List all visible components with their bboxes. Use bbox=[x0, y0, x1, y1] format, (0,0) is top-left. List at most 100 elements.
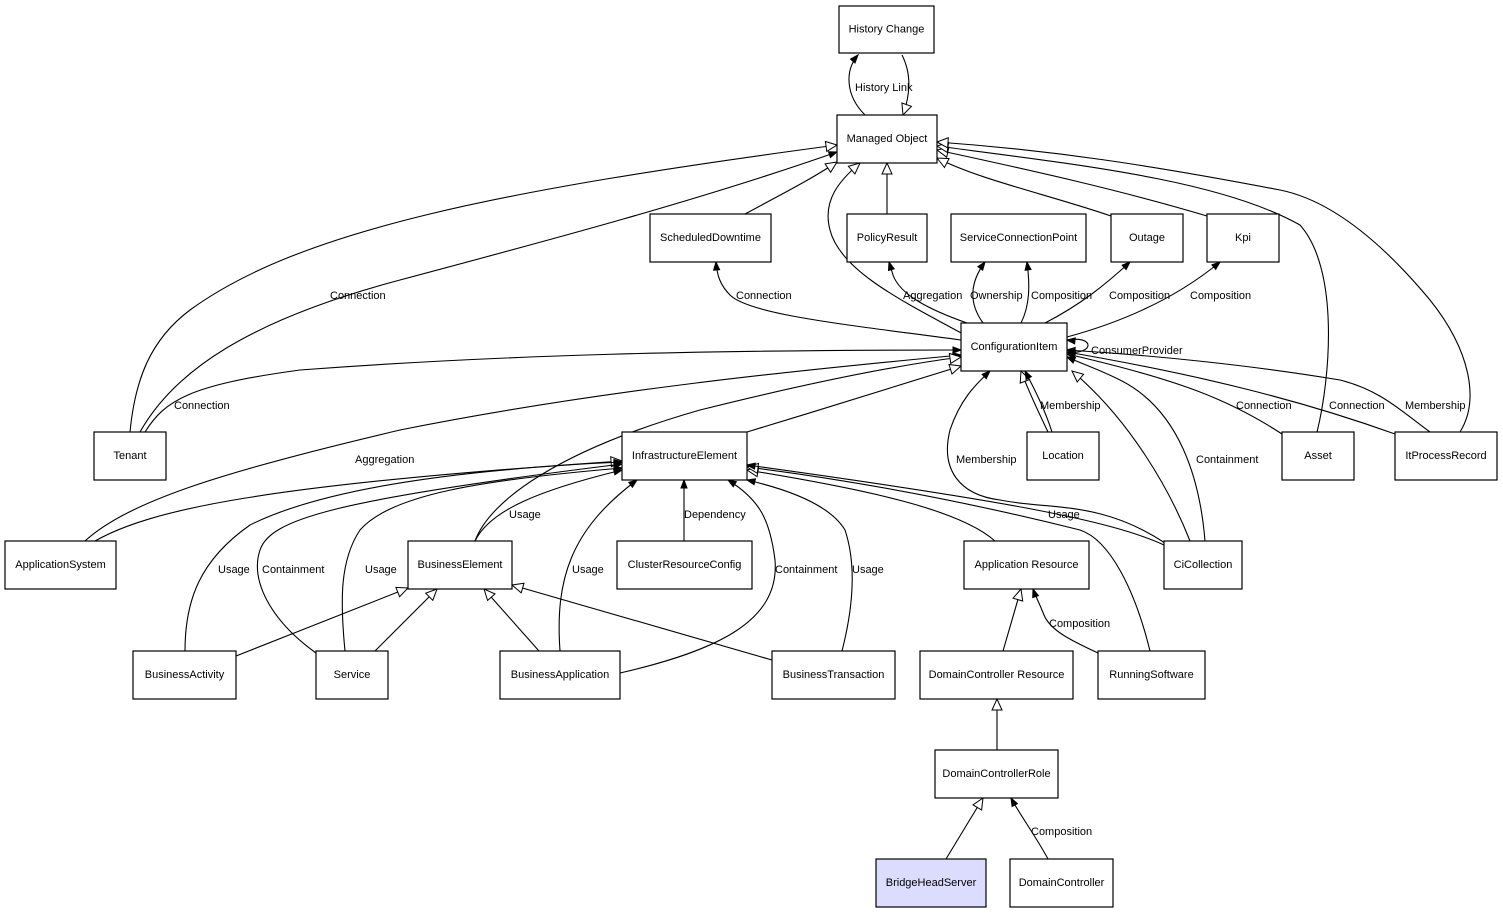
edge-inheritance-itprocessrecord-to-managedobject bbox=[935, 137, 1471, 433]
node-label: DomainController bbox=[1019, 877, 1105, 889]
edge-association-asset-to-configurationitem bbox=[1065, 352, 1283, 435]
edge-line bbox=[144, 349, 962, 433]
node-domain-controller[interactable]: DomainController bbox=[1009, 858, 1114, 908]
node-label: ScheduledDowntime bbox=[660, 232, 761, 244]
node-label: ServiceConnectionPoint bbox=[960, 232, 1077, 244]
edge-line bbox=[1066, 356, 1206, 542]
edge-line bbox=[129, 144, 838, 433]
edge-association-configurationitem-to-serviceconnectionpoint bbox=[1020, 260, 1032, 324]
node-infrastructure-element[interactable]: InfrastructureElement bbox=[621, 431, 748, 481]
association-arrowhead-icon bbox=[1121, 261, 1132, 271]
node-box bbox=[4, 540, 117, 590]
edge-line bbox=[256, 463, 623, 654]
edge-inheritance-outage-to-managedobject bbox=[935, 157, 1112, 217]
node-box bbox=[499, 650, 621, 700]
inheritance-arrowhead-icon bbox=[948, 352, 963, 365]
node-label: DomainController Resource bbox=[929, 669, 1065, 681]
edge-inheritance-kpi-to-managedobject bbox=[935, 146, 1208, 217]
node-box bbox=[838, 5, 935, 54]
node-bridge-head-server[interactable]: BridgeHeadServer bbox=[875, 858, 987, 908]
node-running-software[interactable]: RunningSoftware bbox=[1097, 650, 1206, 700]
edge-label: Usage bbox=[218, 564, 250, 576]
node-managed-object[interactable]: Managed Object bbox=[836, 114, 938, 164]
node-configuration-item[interactable]: ConfigurationItem bbox=[960, 322, 1068, 372]
node-box bbox=[875, 858, 987, 908]
node-location[interactable]: Location bbox=[1026, 431, 1100, 481]
edge-association-itprocessrecord-to-configurationitem bbox=[1065, 349, 1396, 435]
edge-line bbox=[184, 461, 623, 652]
node-policy-result[interactable]: PolicyResult bbox=[846, 213, 928, 263]
edge-association-domaincontroller-to-domaincontrollerrole bbox=[1010, 796, 1049, 860]
edge-line bbox=[139, 151, 838, 433]
edge-line bbox=[235, 587, 409, 657]
node-asset[interactable]: Asset bbox=[1281, 431, 1355, 481]
association-arrowhead-icon bbox=[1024, 369, 1033, 381]
node-scheduled-downtime[interactable]: ScheduledDowntime bbox=[649, 213, 772, 263]
edge-inheritance-businesstransaction-to-businesselement bbox=[510, 582, 773, 661]
inheritance-arrowhead-icon bbox=[824, 140, 839, 153]
inheritance-arrowhead-icon bbox=[972, 796, 984, 811]
node-box bbox=[1110, 213, 1184, 263]
node-label: BusinessElement bbox=[418, 559, 503, 571]
node-domain-controller-resource[interactable]: DomainController Resource bbox=[919, 650, 1074, 700]
edge-line bbox=[715, 261, 962, 341]
edge-label: Containment bbox=[1196, 454, 1258, 466]
edge-label: Usage bbox=[365, 564, 397, 576]
edge-line bbox=[936, 145, 1330, 433]
node-tenant[interactable]: Tenant bbox=[93, 431, 167, 481]
node-service-connection-point[interactable]: ServiceConnectionPoint bbox=[950, 213, 1087, 263]
edge-label: Aggregation bbox=[903, 290, 962, 302]
edge-label: History Link bbox=[855, 82, 913, 94]
inheritance-arrowhead-icon bbox=[935, 137, 949, 149]
association-arrowhead-icon bbox=[712, 260, 721, 271]
edge-line bbox=[746, 466, 1151, 652]
node-box bbox=[621, 431, 748, 481]
node-business-application[interactable]: BusinessApplication bbox=[499, 650, 621, 700]
node-cluster-resource-config[interactable]: ClusterResourceConfig bbox=[616, 540, 753, 590]
node-history-change[interactable]: History Change bbox=[838, 5, 935, 54]
node-box bbox=[407, 540, 513, 590]
node-label: PolicyResult bbox=[857, 232, 918, 244]
node-label: Location bbox=[1042, 450, 1084, 462]
node-business-element[interactable]: BusinessElement bbox=[407, 540, 513, 590]
edge-line bbox=[746, 479, 853, 652]
node-service[interactable]: Service bbox=[315, 650, 389, 700]
node-application-system[interactable]: ApplicationSystem bbox=[4, 540, 117, 590]
inheritance-arrowhead-icon bbox=[948, 363, 963, 375]
node-box bbox=[1097, 650, 1206, 700]
edge-line bbox=[888, 261, 968, 324]
node-box bbox=[649, 213, 772, 263]
edge-line bbox=[746, 469, 996, 542]
edge-label: Composition bbox=[1031, 290, 1092, 302]
node-box bbox=[934, 749, 1059, 799]
node-label: Asset bbox=[1304, 450, 1332, 462]
edge-inheritance-businessactivity-to-businesselement bbox=[235, 586, 410, 657]
edge-line bbox=[483, 588, 540, 652]
edge-label: Composition bbox=[1031, 826, 1092, 838]
edge-label: Containment bbox=[775, 564, 837, 576]
association-arrowhead-icon bbox=[745, 478, 757, 486]
node-kpi[interactable]: Kpi bbox=[1206, 213, 1280, 263]
edge-label: Membership bbox=[956, 454, 1017, 466]
node-label: Tenant bbox=[113, 450, 146, 462]
edge-inheritance-applicationsystem-to-infrastructureelement bbox=[94, 455, 624, 542]
node-box bbox=[1026, 431, 1100, 481]
node-business-transaction[interactable]: BusinessTransaction bbox=[771, 650, 896, 700]
node-box bbox=[846, 213, 928, 263]
node-box bbox=[950, 213, 1087, 263]
node-label: CiCollection bbox=[1174, 559, 1233, 571]
node-label: BridgeHeadServer bbox=[886, 877, 977, 889]
node-it-process-record[interactable]: ItProcessRecord bbox=[1394, 431, 1498, 481]
edge-line bbox=[84, 354, 962, 542]
node-application-resource[interactable]: Application Resource bbox=[963, 540, 1090, 590]
node-business-activity[interactable]: BusinessActivity bbox=[132, 650, 237, 700]
node-domain-controller-role[interactable]: DomainControllerRole bbox=[934, 749, 1059, 799]
inheritance-arrowhead-icon bbox=[483, 588, 496, 602]
association-arrowhead-icon bbox=[1211, 261, 1222, 271]
edge-line bbox=[1044, 261, 1131, 324]
edge-inheritance-historychange-to-managedobject bbox=[901, 54, 913, 117]
node-outage[interactable]: Outage bbox=[1110, 213, 1184, 263]
association-arrowhead-icon bbox=[981, 370, 992, 380]
node-ci-collection[interactable]: CiCollection bbox=[1163, 540, 1243, 590]
